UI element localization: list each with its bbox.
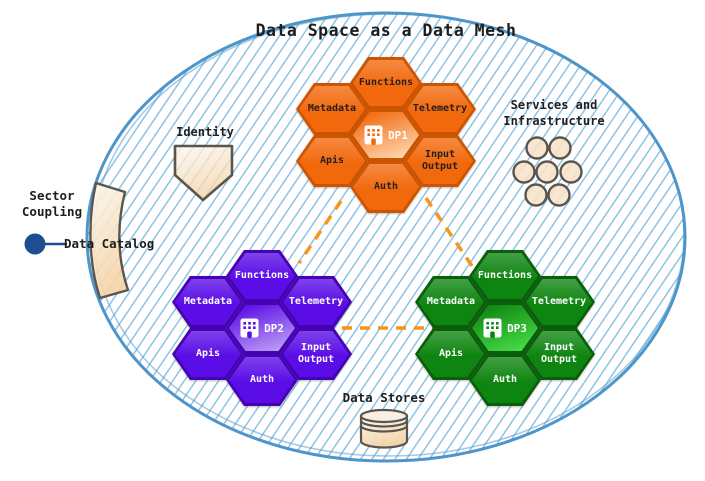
dot-marker-icon bbox=[24, 233, 67, 255]
data-stores-label: Data Stores bbox=[342, 390, 426, 405]
hex-dp1-apis: Apis bbox=[296, 135, 368, 187]
hex-dp2-center: DP2 bbox=[226, 302, 298, 354]
cluster-dp1: Functions Metadata Telemetry DP1 Apis In… bbox=[296, 57, 476, 213]
building-icon bbox=[240, 318, 259, 338]
database-cylinder-icon bbox=[359, 408, 409, 449]
connector-dp1-dp2 bbox=[297, 200, 343, 264]
shield-icon bbox=[173, 144, 234, 202]
circle-grid-icon bbox=[512, 136, 583, 207]
hex-dp2-metadata: Metadata bbox=[172, 276, 244, 328]
sector-coupling-label: Sector Coupling bbox=[21, 188, 83, 220]
building-icon bbox=[364, 125, 383, 145]
hex-dp2-auth: Auth bbox=[226, 354, 298, 406]
hex-dp3-auth: Auth bbox=[469, 354, 541, 406]
hex-dp3-center: DP3 bbox=[469, 302, 541, 354]
hex-dp3-telemetry: Telemetry bbox=[523, 276, 595, 328]
dp1-label: DP1 bbox=[388, 128, 408, 142]
hex-dp1-input-output: Input Output bbox=[404, 135, 476, 187]
cluster-dp3: Functions Metadata Telemetry DP3 Apis In… bbox=[415, 250, 595, 406]
dp3-label: DP3 bbox=[507, 321, 527, 335]
hex-dp1-metadata: Metadata bbox=[296, 83, 368, 135]
data-catalog-label: Data Catalog bbox=[64, 236, 155, 251]
cluster-dp2: Functions Metadata Telemetry DP2 Apis In… bbox=[172, 250, 352, 406]
identity-label: Identity bbox=[176, 125, 234, 139]
hex-dp1-center: DP1 bbox=[350, 109, 422, 161]
hex-dp3-metadata: Metadata bbox=[415, 276, 487, 328]
hex-dp2-input-output: Input Output bbox=[280, 328, 352, 380]
connector-dp1-dp3 bbox=[424, 197, 474, 267]
hex-dp2-telemetry: Telemetry bbox=[280, 276, 352, 328]
services-infrastructure-label: Services and Infrastructure bbox=[503, 98, 605, 128]
dp2-label: DP2 bbox=[264, 321, 284, 335]
hex-dp1-auth: Auth bbox=[350, 161, 422, 213]
diagram-title: Data Space as a Data Mesh bbox=[255, 21, 517, 40]
building-icon bbox=[483, 318, 502, 338]
arc-band-icon bbox=[89, 181, 130, 300]
